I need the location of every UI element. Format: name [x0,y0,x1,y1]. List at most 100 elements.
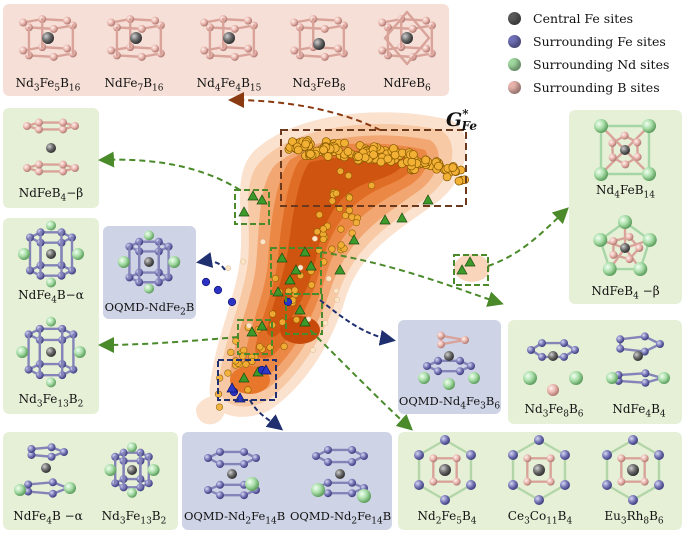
atom-b [19,18,28,27]
bond [222,17,250,22]
atom-b [151,16,160,25]
bond [617,372,647,377]
atom-nd [46,316,56,327]
scatter-triangle [238,372,250,383]
atom-b [290,46,299,55]
atom-b [461,336,469,344]
atom-fe [360,452,368,460]
atom-fe [465,450,476,460]
atom-fe [27,445,36,454]
atom-fe [656,340,664,348]
scatter-point [332,189,341,197]
atom-fe [571,346,579,354]
atom-b [230,52,239,61]
scatter-triangle [290,264,302,275]
label-ce3co11b4: Ce3Co11B4 [507,509,573,527]
atom-b [640,477,649,486]
atom-b [620,131,629,140]
atom-fe [324,489,332,498]
label-left-ndfeb4-beta: NdFeB4−β [18,186,84,204]
atom-fe [628,435,638,445]
scatter-triangle-oqmd [260,364,272,375]
atom-b [59,118,67,127]
atom-nd [606,372,618,384]
atom-b [334,16,343,25]
atom-nd [593,232,608,247]
atom-nd [245,477,259,491]
atom-dark [46,249,56,259]
atom-b [608,139,617,148]
label-bottom-oqmd-1: OQMD-Nd2Fe14B [184,509,286,527]
label-bottom-nd3fe13b2: Nd3Fe13B2 [101,509,167,527]
label-bottom-ndfe4b-alpha: NdFe4B −α [13,509,83,527]
atom-b [59,125,67,134]
atom-dark [335,469,345,479]
label-oqmd-nd4fe3b6: OQMD-Nd4Fe3B6 [398,394,501,412]
atom-fe [440,495,450,505]
scatter-triangle [396,212,408,223]
bond [383,36,409,66]
atom-b [635,244,644,252]
atom-dark [533,464,545,476]
arrow-to-bottom-oqmd [249,399,284,431]
atom-b [107,46,116,55]
atom-b [422,44,431,53]
scatter-point [333,287,340,294]
atom-dark [620,145,630,155]
scatter-point [271,274,280,283]
arrow-to-top-panel [228,92,381,131]
bond [222,45,250,50]
atom-b [437,331,445,340]
atom-nd [73,346,86,358]
atom-fe [414,480,425,490]
atom-fe [534,495,544,505]
bond [537,483,567,502]
atom-b [523,477,532,486]
atom-fe [616,335,625,344]
scatter-triangle [422,194,434,205]
highlight-box-top [280,129,467,207]
scatter-point [354,152,363,161]
scatter-point [301,139,311,149]
atom-dark [313,38,325,50]
atom-nd [46,220,56,231]
scatter-point [319,225,327,233]
bond [439,338,467,346]
label-ndfe4b4: NdFe4B4 [612,402,666,420]
atom-b [609,250,618,259]
label-nd3fe5b16: Nd3Fe5B16 [15,76,81,94]
arrow-to-right-panel [487,207,569,267]
atom-b [230,24,239,33]
scatter-point [240,258,247,265]
crystal-structures [14,10,670,505]
scatter-point [269,310,277,318]
plot-title: G*Fe [446,107,477,133]
atom-fe [559,450,570,460]
scatter-point [256,343,264,351]
label-ndfe7b16: NdFe7B16 [104,76,164,94]
scatter-point [421,155,431,165]
atom-nd [16,346,29,358]
atom-fe [434,356,442,365]
atom-b [633,152,642,161]
atom-b [378,18,387,27]
scatter-point [448,163,458,172]
atom-dark [223,32,235,44]
right-nd4feb14-panel [569,110,682,304]
atom-dark [439,464,451,476]
atom-b [378,46,387,55]
atom-fe [467,362,475,370]
atom-nd [72,248,84,260]
atom-fe [616,344,625,353]
scatter-point [343,147,353,156]
atom-nd [168,256,181,268]
atom-nd [618,215,632,229]
atom-fe [602,450,613,460]
atom-b [422,16,431,25]
atom-b [63,16,72,25]
legend-surround-nd: Surrounding Nd sites [508,55,669,73]
scatter-point [240,346,248,354]
scatter-point [352,219,361,227]
atom-nd [46,277,56,288]
atom-dark [144,257,154,267]
